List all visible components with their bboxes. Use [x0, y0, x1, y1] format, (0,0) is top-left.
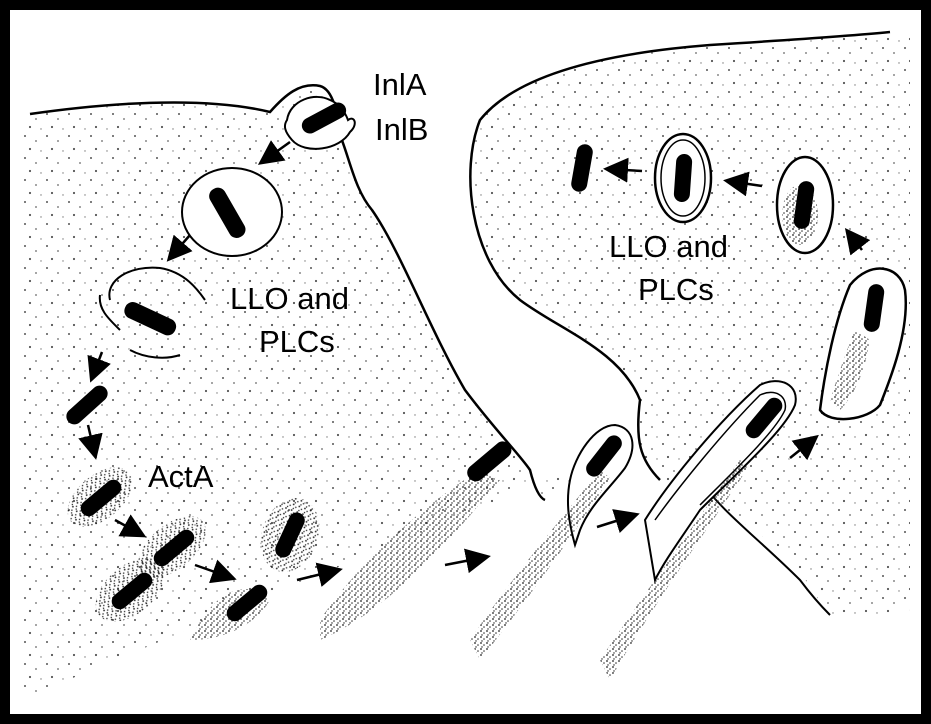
- arrow-9: [597, 515, 635, 527]
- label-llo-right-line1: LLO and: [609, 229, 728, 264]
- label-acta: ActA: [148, 459, 214, 494]
- label-llo-right-line2: PLCs: [638, 272, 714, 307]
- label-inla: InlA: [373, 67, 427, 102]
- label-llo-left-line1: LLO and: [230, 281, 349, 316]
- arrow-8: [445, 557, 486, 565]
- bacterium-double-vacuole-3: [673, 154, 692, 203]
- label-inlb: InlB: [375, 112, 428, 147]
- label-llo-left-line2: PLCs: [259, 324, 335, 359]
